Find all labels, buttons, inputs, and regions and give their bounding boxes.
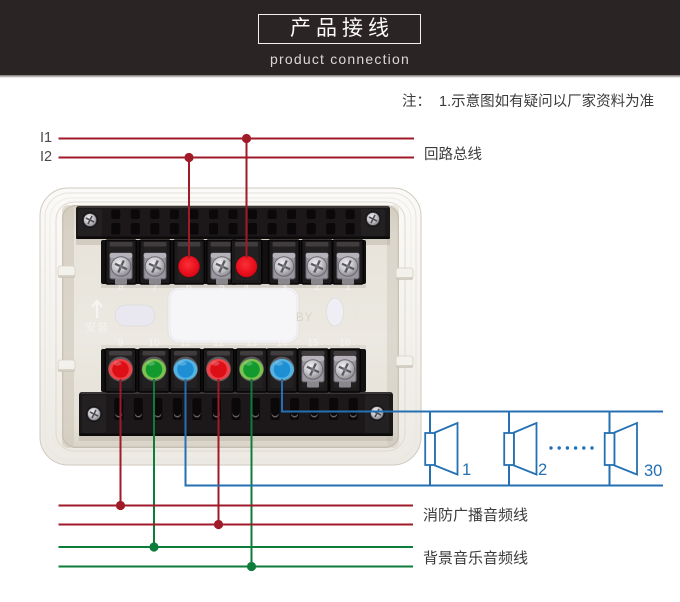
svg-text:14: 14	[276, 338, 288, 349]
svg-text:8: 8	[118, 282, 124, 293]
svg-text:4: 4	[244, 282, 250, 293]
svg-text:10: 10	[148, 338, 160, 349]
svg-text:16: 16	[339, 338, 351, 349]
svg-text:30: 30	[644, 462, 662, 480]
svg-text:11: 11	[180, 338, 191, 349]
svg-text:13: 13	[246, 338, 258, 349]
svg-text:1: 1	[462, 461, 471, 479]
svg-text:5: 5	[219, 282, 225, 293]
svg-text:3: 3	[281, 282, 287, 293]
svg-text:6: 6	[186, 282, 192, 293]
svg-text:9: 9	[118, 338, 124, 349]
svg-text:BY: BY	[296, 312, 313, 324]
svg-text:12: 12	[213, 338, 225, 349]
svg-text:15: 15	[307, 338, 319, 349]
svg-text:安装: 安装	[85, 320, 109, 334]
svg-text:2: 2	[314, 282, 320, 293]
svg-text:2: 2	[538, 461, 547, 479]
svg-text:1: 1	[345, 282, 351, 293]
svg-text:7: 7	[152, 282, 158, 293]
